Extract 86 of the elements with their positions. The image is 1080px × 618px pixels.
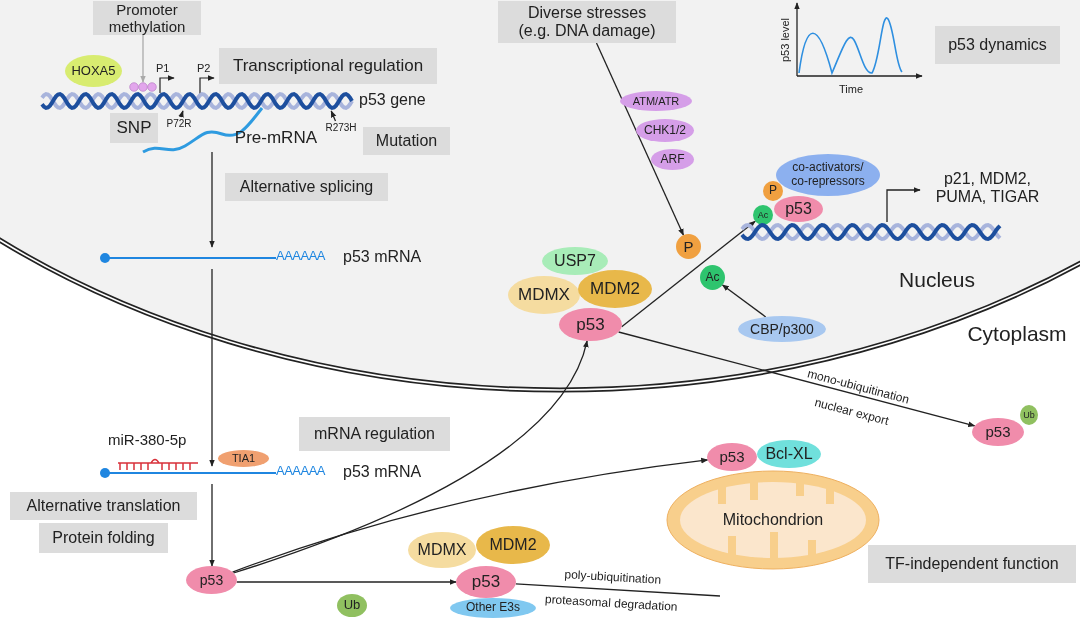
arrow xyxy=(209,268,215,467)
annotation-box xyxy=(39,523,168,553)
protein-label: p53 xyxy=(576,314,605,335)
compartment-label: Nucleus xyxy=(888,266,986,294)
protein-label: MDMX xyxy=(518,285,570,305)
protein-label: CHK1/2 xyxy=(644,123,686,138)
protein-label: p53 xyxy=(985,423,1011,441)
arrow xyxy=(236,579,457,585)
annotation-text: Protein folding xyxy=(52,528,155,548)
promoter-label: P2 xyxy=(197,62,211,74)
poly-a-tail-text: AAAAAA xyxy=(276,464,326,479)
annotation-box xyxy=(299,417,450,451)
gene-label: p53 gene xyxy=(359,91,426,109)
protein-label: CBP/p300 xyxy=(750,320,814,338)
arrow xyxy=(209,483,215,567)
protein-label: HOXA5 xyxy=(71,63,116,79)
protein-label: Ac xyxy=(705,270,720,285)
compartment-label: Cytoplasm xyxy=(956,320,1078,348)
annotation-box xyxy=(868,545,1076,583)
protein-label: ATM/ATR xyxy=(632,94,680,108)
annotation-box xyxy=(498,1,676,43)
annotation-text: Alternative splicing xyxy=(239,177,374,197)
protein-label: Other E3s xyxy=(466,601,520,615)
annotation-text: p53 dynamics xyxy=(948,35,1047,55)
annotation-text: Transcriptional regulation xyxy=(232,56,424,76)
protein-label: Ub xyxy=(343,598,361,613)
protein-ellipse xyxy=(337,594,367,617)
arrow xyxy=(232,340,588,574)
transcript-label: p53 mRNA xyxy=(343,463,422,482)
protein-ellipse xyxy=(972,418,1024,446)
microrna-label: miR-380-5p xyxy=(108,431,187,448)
axis-label: Time xyxy=(839,83,864,95)
modification-circle xyxy=(1020,405,1038,425)
protein-label: Ub xyxy=(1023,409,1035,421)
protein-ellipse xyxy=(218,450,269,467)
protein-label: p53 xyxy=(199,571,224,589)
arrow xyxy=(621,220,756,328)
arrow xyxy=(209,151,215,248)
protein-ellipse xyxy=(408,532,476,568)
organelle-label: Mitochondrion xyxy=(722,510,824,530)
protein-ellipse xyxy=(456,566,516,598)
mutation-label: P72R xyxy=(160,117,198,130)
annotation-text: Mutation xyxy=(375,131,438,151)
protein-label: TIA1 xyxy=(231,452,256,465)
protein-label: Bcl-XL xyxy=(765,444,813,464)
poly-a-tail-text: AAAAAA xyxy=(276,249,326,264)
transcript-label: Pre-mRNA xyxy=(205,124,317,152)
edge-label: poly-ubiquitination proteasomal degradation xyxy=(543,566,679,616)
protein-ellipse xyxy=(757,440,821,468)
protein-ellipse xyxy=(476,526,550,564)
target-genes-text: p21, MDM2, PUMA, TIGAR xyxy=(920,166,1055,210)
mutation-label: R273H xyxy=(319,121,363,134)
annotation-text: SNP xyxy=(116,118,152,138)
transcript-label: p53 mRNA xyxy=(343,248,422,267)
protein-label: Ac xyxy=(757,209,769,221)
arrow xyxy=(140,34,146,83)
protein-label: MDM2 xyxy=(489,535,537,555)
protein-label: ARF xyxy=(660,152,685,167)
annotation-text: Diverse stresses (e.g. DNA damage) xyxy=(517,3,657,41)
protein-ellipse xyxy=(707,443,757,471)
promoter-label: P1 xyxy=(156,62,170,74)
connector-line xyxy=(515,583,721,597)
protein-label: p53 xyxy=(785,199,812,219)
arrow xyxy=(617,331,976,427)
annotation-text: Alternative translation xyxy=(26,496,181,516)
annotation-box xyxy=(93,1,201,35)
protein-label: USP7 xyxy=(554,251,596,271)
protein-label: co-activators/ co-repressors xyxy=(790,161,866,189)
protein-label: MDMX xyxy=(417,540,467,560)
arrow xyxy=(721,284,767,318)
protein-label: MDM2 xyxy=(589,279,641,299)
protein-label: P xyxy=(683,237,694,256)
arrow xyxy=(595,42,685,236)
annotation-box xyxy=(10,492,197,520)
arrow xyxy=(886,187,921,223)
protein-label: P xyxy=(769,184,777,198)
protein-ellipse xyxy=(186,566,237,594)
annotation-text: TF-independent function xyxy=(885,554,1059,574)
protein-label: p53 xyxy=(471,572,501,592)
arrow xyxy=(330,110,337,122)
axis-label: p53 level xyxy=(779,18,791,62)
arrow xyxy=(178,110,184,118)
annotation-text: Promoter methylation xyxy=(107,0,187,36)
annotation-text: mRNA regulation xyxy=(314,424,435,444)
arrow xyxy=(231,457,709,573)
protein-label: p53 xyxy=(719,448,745,466)
